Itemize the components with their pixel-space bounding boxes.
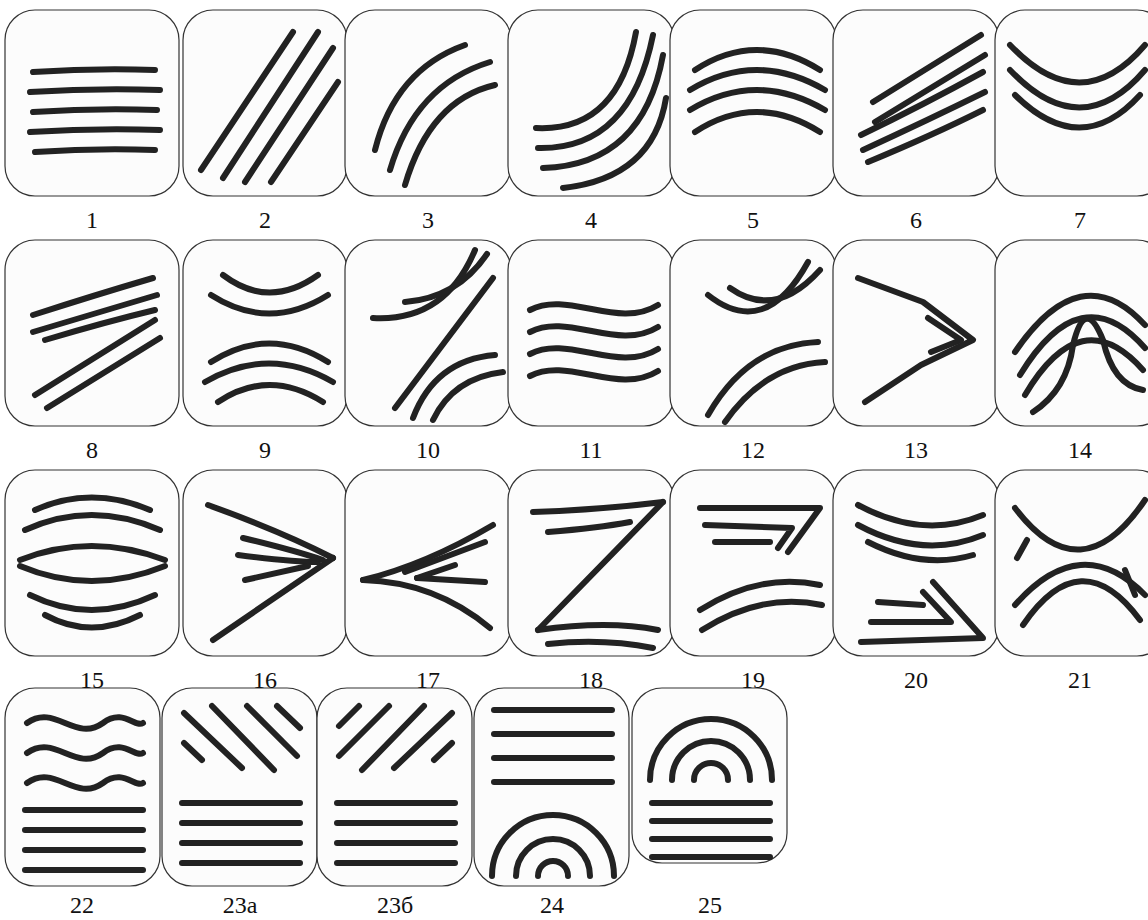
tile-pattern — [670, 10, 836, 196]
callout-number: 23б — [377, 893, 413, 917]
tile-pattern — [995, 470, 1148, 656]
callout-number: 25 — [698, 893, 722, 917]
callout-number: 2 — [259, 208, 271, 232]
tile-pattern — [183, 10, 347, 196]
callout-number: 5 — [747, 208, 759, 232]
tile-pattern — [670, 470, 836, 656]
callout-number: 21 — [1068, 668, 1092, 692]
tile-pattern — [508, 470, 674, 656]
tile-pattern — [5, 10, 179, 196]
tile-pattern — [345, 470, 511, 656]
tile-pattern — [183, 240, 347, 426]
tile-pattern — [995, 240, 1148, 426]
callout-number: 4 — [585, 208, 597, 232]
callout-number: 23а — [223, 893, 258, 917]
tile-pattern — [833, 10, 999, 196]
tile-pattern — [508, 10, 674, 196]
tile-pattern — [474, 688, 629, 886]
tile-pattern — [833, 470, 999, 656]
callout-number: 6 — [910, 208, 922, 232]
callout-number: 11 — [579, 438, 602, 462]
callout-number: 7 — [1074, 208, 1086, 232]
tile-pattern — [670, 240, 836, 426]
callout-number: 17 — [416, 668, 440, 692]
callout-number: 8 — [86, 438, 98, 462]
callout-number: 19 — [741, 668, 765, 692]
callout-number: 10 — [416, 438, 440, 462]
tile-pattern — [508, 240, 674, 426]
tile-pattern — [345, 10, 511, 196]
tile-pattern — [183, 470, 347, 656]
callout-number: 15 — [80, 668, 104, 692]
callout-number: 16 — [253, 668, 277, 692]
callout-number: 14 — [1068, 438, 1092, 462]
callout-number: 22 — [70, 893, 94, 917]
callout-number: 12 — [741, 438, 765, 462]
callout-number: 18 — [579, 668, 603, 692]
tile-pattern — [5, 688, 160, 886]
callout-number: 3 — [422, 208, 434, 232]
tile-pattern — [5, 470, 179, 656]
callout-number: 20 — [904, 668, 928, 692]
callout-number: 13 — [904, 438, 928, 462]
tile-pattern — [345, 240, 511, 426]
tile-pattern — [995, 10, 1148, 196]
callout-number: 24 — [540, 893, 564, 917]
tile-pattern — [162, 688, 317, 886]
tile-pattern — [632, 688, 787, 863]
tile-pattern — [317, 688, 472, 886]
callout-number: 1 — [86, 208, 98, 232]
tile-pattern — [5, 240, 179, 426]
tile-pattern — [833, 240, 999, 426]
callout-number: 9 — [259, 438, 271, 462]
